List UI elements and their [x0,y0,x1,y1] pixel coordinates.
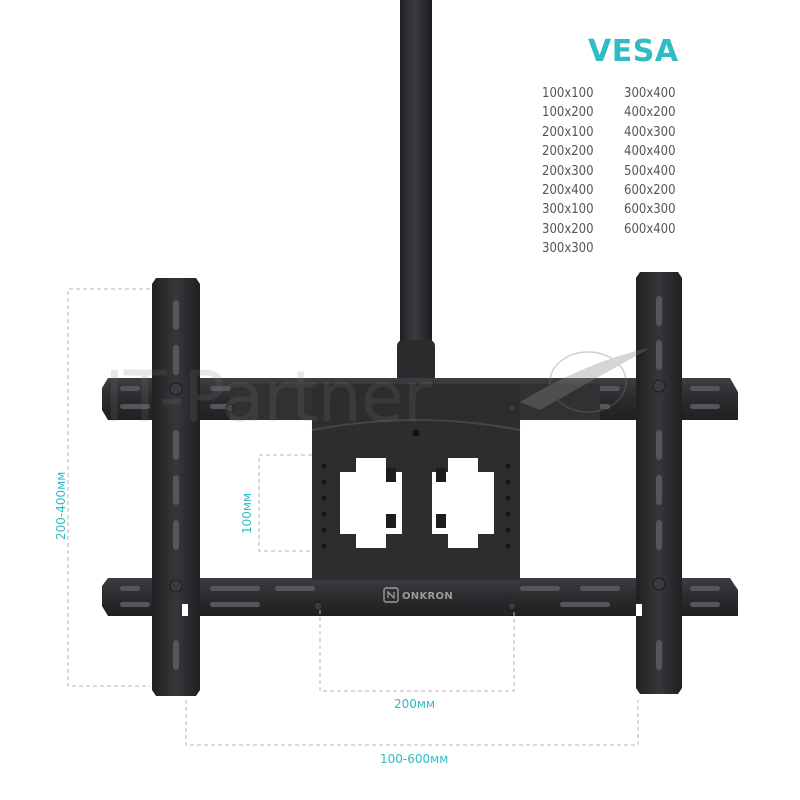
vesa-size: 600x400 [624,221,676,237]
vesa-size: 300x300 [542,241,594,257]
vesa-size: 400x300 [624,124,676,140]
height-range-label: 200-400мм [54,471,68,540]
onkron-logo-icon [383,587,399,603]
bottom-horizontal-bar [102,578,738,616]
vesa-size: 500x400 [624,163,676,179]
vesa-size: 300x400 [624,86,676,101]
ceiling-pole [397,0,435,390]
inner-height-label: 100мм [240,492,254,534]
watermark-text: IT-Partner [104,356,432,438]
vesa-sizes-left-column: 100x100 100x200 200x100 200x200 200x300 … [542,84,594,259]
vesa-size: 100x200 [542,105,594,121]
watermark-swoosh-icon [520,348,650,413]
vesa-size: 300x100 [542,202,594,218]
vesa-size: 200x200 [542,144,594,160]
vesa-title: VESA [588,34,679,69]
vesa-size: 400x400 [624,144,676,160]
inner-width-label: 200мм [394,697,436,711]
vesa-sizes-right-column: 300x400 400x200 400x300 400x400 500x400 … [624,84,676,239]
vesa-size: 600x300 [624,202,676,218]
vesa-size: 200x100 [542,124,594,140]
dimension-guides [67,288,639,746]
vesa-size: 200x300 [542,163,594,179]
vesa-size: 300x200 [542,221,594,237]
left-vertical-bracket [152,278,200,696]
center-mounting-plate [230,384,600,580]
vesa-size: 200x400 [542,183,594,199]
brand-name: ONKRON [402,591,453,602]
vesa-size: 600x200 [624,183,676,199]
right-vertical-bracket [636,272,682,694]
width-range-label: 100-600мм [380,752,449,766]
vesa-size: 400x200 [624,105,676,121]
bar-screws [225,403,517,611]
vesa-size: 100x100 [542,86,594,101]
